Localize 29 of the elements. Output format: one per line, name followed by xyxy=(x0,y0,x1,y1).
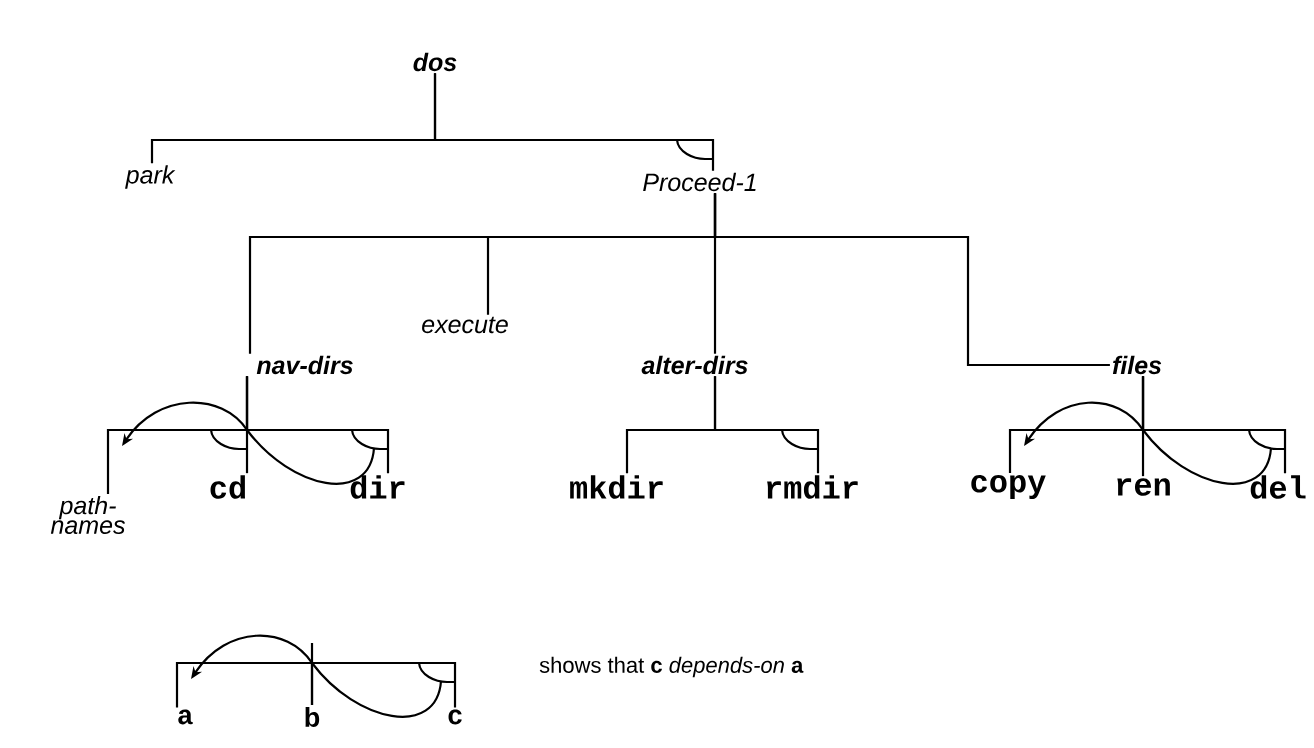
node-label: rmdir xyxy=(767,475,858,499)
node-label: dir xyxy=(350,475,405,499)
tree-branch-line xyxy=(1141,376,1287,474)
node-label: c xyxy=(448,709,462,725)
node-label: a xyxy=(178,709,193,725)
node-label: cd xyxy=(210,475,245,499)
node-label: execute xyxy=(422,316,508,334)
node-label: park xyxy=(125,165,176,189)
tree-branch-line xyxy=(713,193,1110,367)
node-label: ren xyxy=(1117,478,1170,496)
tree-branch-line xyxy=(245,376,390,474)
node-label: path- names xyxy=(50,496,125,534)
tree-branch-line xyxy=(433,73,715,171)
node-label: dos xyxy=(413,52,457,72)
bracket-line xyxy=(175,661,314,708)
legend-note: shows that c depends-on a xyxy=(539,656,804,678)
node-label: nav-dirs xyxy=(256,355,353,375)
node-label: b xyxy=(305,707,320,727)
dependency-arrow xyxy=(1024,401,1273,485)
node-label: del xyxy=(1250,475,1306,499)
node-label: copy xyxy=(971,475,1046,499)
node-label: mkdir xyxy=(570,475,663,499)
dependency-arrow xyxy=(191,634,443,718)
node-label: Proceed-1 xyxy=(643,172,756,192)
node-label: alter-dirs xyxy=(641,355,748,375)
bracket-line xyxy=(310,661,457,708)
tree-branch-line xyxy=(713,376,820,474)
dependency-arrow xyxy=(122,401,376,485)
node-label: files xyxy=(1112,355,1162,375)
